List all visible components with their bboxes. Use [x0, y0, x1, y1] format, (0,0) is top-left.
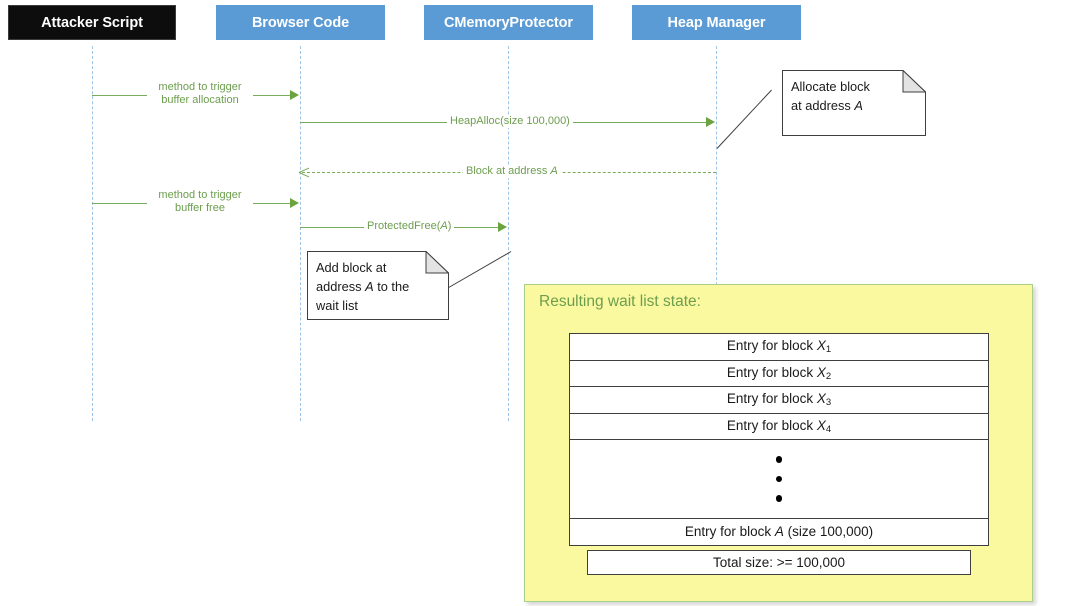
- note-waitlist-line3: wait list: [316, 298, 358, 313]
- lifeline-attacker-script: [92, 46, 93, 421]
- table-row: Entry for block X2: [569, 359, 989, 387]
- message-label-free-line2: buffer free: [175, 202, 225, 214]
- note-allocate-text: Allocate block at address A: [782, 70, 926, 136]
- actor-header-cmemoryprotector[interactable]: CMemoryProtector: [424, 5, 593, 40]
- actor-label-browser-code: Browser Code: [251, 14, 350, 31]
- table-row: [569, 439, 989, 519]
- message-label-heapalloc: HeapAlloc(size 100,000): [447, 115, 573, 128]
- entry-subscript: 4: [825, 423, 832, 435]
- entry-italic: X: [816, 338, 826, 354]
- message-label-free-line1: method to trigger: [158, 189, 242, 201]
- note-allocate-line2-prefix: at address: [791, 98, 855, 113]
- vertical-ellipsis-icon: [570, 440, 988, 518]
- entry-italic: X: [816, 391, 826, 407]
- message-label-protectedfree: ProtectedFree(A): [364, 220, 455, 233]
- entry-prefix: Entry for block: [726, 364, 817, 380]
- wait-list-entry-x2: Entry for block X2: [569, 359, 989, 387]
- note-leader-line-waitlist: [446, 251, 512, 289]
- arrowhead-block-at-address: [299, 167, 310, 178]
- ellipsis-dot: [775, 475, 783, 483]
- wait-list-entry-a: Entry for block A (size 100,000): [569, 518, 989, 546]
- note-allocate-block: Allocate block at address A: [782, 70, 926, 136]
- entry-italic: A: [774, 524, 784, 540]
- message-label-pf-prefix: ProtectedFree(: [367, 220, 441, 232]
- message-label-line2: buffer allocation: [161, 94, 239, 106]
- actor-label-heap-manager: Heap Manager: [667, 14, 766, 31]
- actor-header-attacker-script[interactable]: Attacker Script: [8, 5, 176, 40]
- entry-italic: X: [816, 417, 826, 433]
- wait-list-entry-x1: Entry for block X1: [569, 333, 989, 361]
- result-panel-title: Resulting wait list state:: [539, 293, 701, 310]
- actor-header-browser-code[interactable]: Browser Code: [216, 5, 385, 40]
- wait-list-entry-x4: Entry for block X4: [569, 412, 989, 440]
- table-row: Entry for block A (size 100,000): [569, 518, 989, 546]
- total-size-label: Total size: >= 100,000: [712, 555, 846, 570]
- note-allocate-line1: Allocate block: [791, 79, 870, 94]
- message-label-pf-suffix: ): [447, 220, 452, 232]
- message-label-block-prefix: Block at address: [466, 165, 551, 177]
- arrowhead-heapalloc: [706, 117, 715, 127]
- entry-prefix: Entry for block: [726, 338, 817, 354]
- note-waitlist-line2-suffix: to the: [373, 279, 410, 294]
- entry-subscript: 3: [825, 397, 832, 409]
- note-waitlist-line2-prefix: address: [316, 279, 366, 294]
- note-shape-waitlist: [307, 251, 449, 320]
- note-waitlist-line1: Add block at: [316, 260, 387, 275]
- ellipsis-dot: [775, 495, 783, 502]
- table-row: Entry for block X3: [569, 386, 989, 414]
- note-add-block-to-wait-list: Add block at address A to the wait list: [307, 251, 449, 320]
- wait-list-ellipsis-row: [569, 439, 989, 519]
- actor-label-cmemoryprotector: CMemoryProtector: [444, 14, 573, 31]
- wait-list-entry-x3: Entry for block X3: [569, 386, 989, 414]
- note-allocate-line2-italic: A: [854, 98, 863, 113]
- table-row: Entry for block X1: [569, 333, 989, 361]
- entry-subscript: 1: [825, 344, 832, 356]
- arrowhead-trigger-buffer-allocation: [290, 90, 299, 100]
- entry-prefix: Entry for block: [684, 524, 775, 540]
- note-waitlist-line2-italic: A: [365, 279, 374, 294]
- entry-prefix: Entry for block: [726, 417, 817, 433]
- actor-label-attacker-script: Attacker Script: [41, 14, 143, 31]
- total-size-box: Total size: >= 100,000: [587, 550, 971, 575]
- actor-header-heap-manager[interactable]: Heap Manager: [632, 5, 801, 40]
- ellipsis-dot: [775, 456, 783, 463]
- message-label-line1: method to trigger: [158, 81, 242, 93]
- wait-list-table: Entry for block X1 Entry for block X2 En…: [569, 333, 989, 546]
- entry-italic: X: [816, 364, 826, 380]
- lifeline-heap-manager: [716, 46, 717, 421]
- note-allocate-line2: at address A: [791, 96, 917, 115]
- note-waitlist-line2: address A to the: [316, 277, 440, 296]
- note-leader-line-allocate: [716, 89, 772, 149]
- message-label-trigger-buffer-free: method to trigger buffer free: [147, 189, 253, 215]
- entry-prefix: Entry for block: [726, 391, 817, 407]
- message-label-block-italic: A: [550, 165, 558, 177]
- entry-subscript: 2: [825, 370, 832, 382]
- result-panel-wait-list-state: Resulting wait list state: Entry for blo…: [524, 284, 1033, 602]
- note-shape-allocate: [782, 70, 926, 136]
- message-label-trigger-buffer-allocation: method to trigger buffer allocation: [147, 81, 253, 107]
- arrowhead-protectedfree: [498, 222, 507, 232]
- lifeline-browser-code: [300, 46, 301, 421]
- table-row: Entry for block X4: [569, 412, 989, 440]
- message-label-pf-italic: A: [440, 220, 448, 232]
- message-label-block-at-address: Block at address A: [463, 165, 561, 178]
- arrowhead-trigger-buffer-free: [290, 198, 299, 208]
- entry-suffix: (size 100,000): [783, 524, 874, 540]
- note-waitlist-text: Add block at address A to the wait list: [307, 251, 449, 320]
- lifeline-cmemoryprotector: [508, 46, 509, 421]
